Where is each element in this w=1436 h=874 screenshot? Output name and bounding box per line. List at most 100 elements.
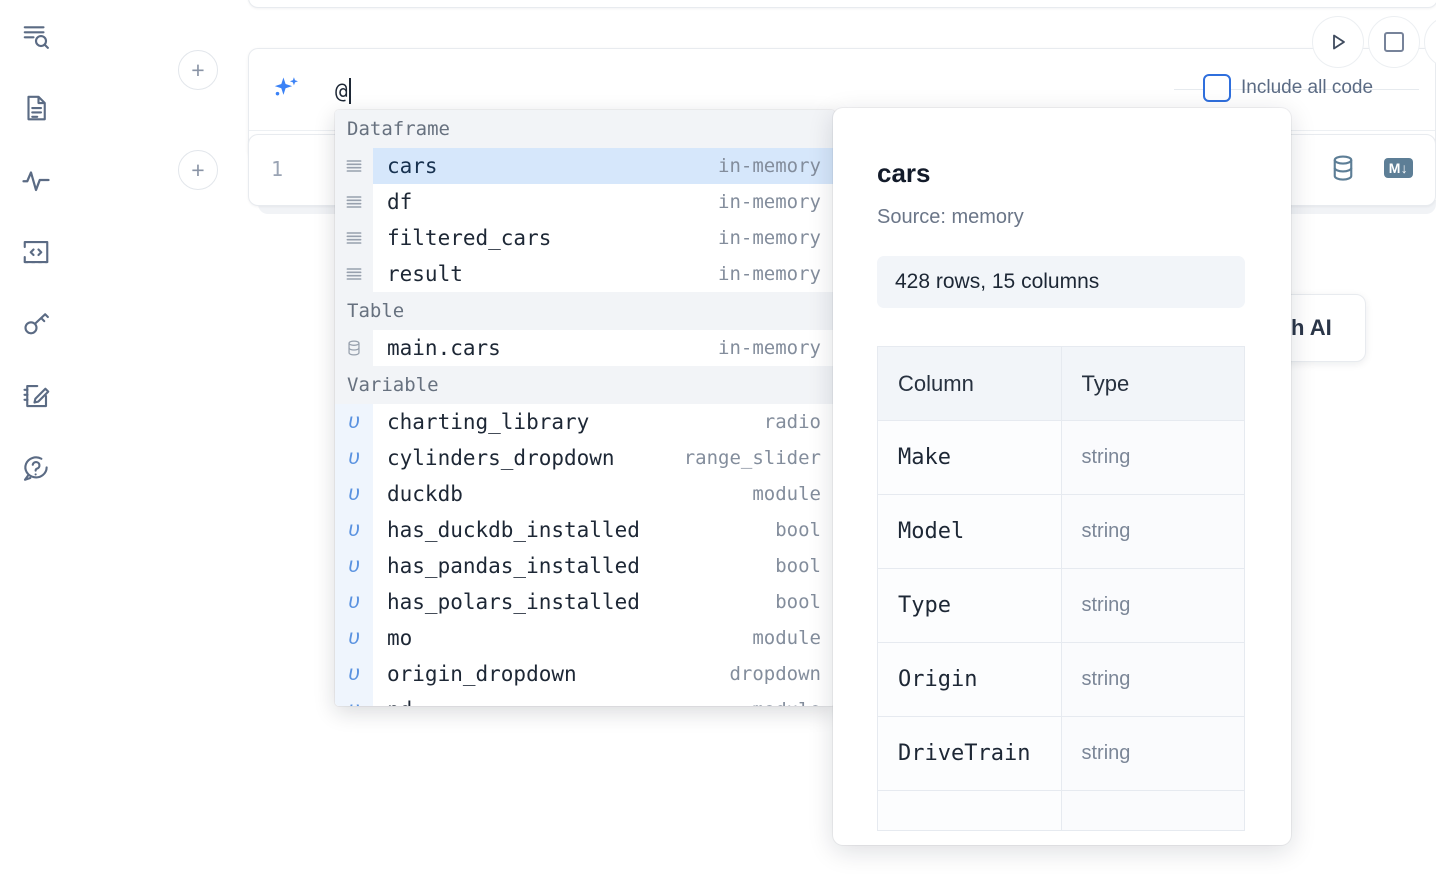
- autocomplete-item-name: main.cars: [387, 336, 501, 360]
- variable-upsilon-icon: υ: [335, 584, 373, 620]
- stop-button[interactable]: [1368, 16, 1420, 68]
- variable-upsilon-icon: υ: [335, 692, 373, 706]
- previous-cell-card: [248, 0, 1436, 8]
- doc-cell-column: DriveTrain: [877, 716, 1062, 791]
- dataframe-rows-icon: [335, 220, 373, 256]
- doc-cell-column: Make: [877, 420, 1062, 495]
- autocomplete-item-type: module: [752, 699, 835, 706]
- variable-upsilon-icon: υ: [335, 440, 373, 476]
- doc-cell-column: Model: [877, 494, 1062, 569]
- text-caret: [348, 78, 351, 104]
- doc-cell-type: [1060, 790, 1245, 831]
- variable-upsilon-icon: υ: [335, 656, 373, 692]
- doc-shape-badge: 428 rows, 15 columns: [877, 256, 1245, 308]
- line-number: 1: [271, 157, 284, 181]
- doc-cell-type: string: [1060, 568, 1245, 643]
- sparkle-ai-icon: [269, 73, 303, 107]
- database-icon[interactable]: [1328, 153, 1358, 183]
- variable-upsilon-icon: υ: [335, 404, 373, 440]
- autocomplete-item-name: charting_library: [387, 410, 590, 434]
- variable-upsilon-icon: υ: [335, 620, 373, 656]
- add-cell-button-bottom[interactable]: +: [178, 150, 218, 190]
- notebook-file-icon[interactable]: [14, 86, 58, 130]
- autocomplete-item-type: bool: [775, 591, 821, 613]
- autocomplete-group-header: Dataframe: [335, 110, 835, 148]
- ai-prompt-input[interactable]: @: [335, 75, 1175, 107]
- autocomplete-item[interactable]: result in-memory: [335, 256, 835, 292]
- include-all-code-checkbox[interactable]: [1203, 74, 1231, 102]
- autocomplete-item-type: radio: [763, 411, 821, 433]
- autocomplete-item-type: in-memory: [718, 191, 821, 213]
- autocomplete-item-type: module: [752, 483, 821, 505]
- doc-cell-column: [877, 790, 1062, 831]
- cell-toolbar: M↓: [1328, 153, 1413, 183]
- help-chat-icon[interactable]: [14, 446, 58, 490]
- autocomplete-item[interactable]: cars in-memory: [335, 148, 835, 184]
- dataframe-rows-icon: [335, 256, 373, 292]
- autocomplete-item-type: in-memory: [718, 337, 821, 359]
- doc-source: Source: memory: [877, 206, 1024, 228]
- doc-cell-column: Type: [877, 568, 1062, 643]
- autocomplete-item-name: has_polars_installed: [387, 590, 640, 614]
- run-button[interactable]: [1312, 16, 1364, 68]
- dataframe-rows-icon: [335, 184, 373, 220]
- scratchpad-edit-icon[interactable]: [14, 374, 58, 418]
- autocomplete-item-type: module: [752, 627, 821, 649]
- autocomplete-item-name: duckdb: [387, 482, 463, 506]
- doc-cell-type: string: [1060, 494, 1245, 569]
- activity-icon[interactable]: [14, 158, 58, 202]
- markdown-badge[interactable]: M↓: [1383, 157, 1413, 179]
- autocomplete-item-name: has_duckdb_installed: [387, 518, 640, 542]
- doc-header-column: Column: [877, 346, 1062, 421]
- autocomplete-item-type: in-memory: [718, 263, 821, 285]
- add-cell-button-top[interactable]: +: [178, 50, 218, 90]
- autocomplete-item[interactable]: υ charting_library radio: [335, 404, 835, 440]
- autocomplete-item-type: bool: [775, 519, 821, 541]
- autocomplete-item-type: in-memory: [718, 155, 821, 177]
- variable-upsilon-icon: υ: [335, 476, 373, 512]
- sidebar-rail: [0, 0, 72, 874]
- secrets-key-icon[interactable]: [14, 302, 58, 346]
- autocomplete-item-name: result: [387, 262, 463, 286]
- autocomplete-item[interactable]: df in-memory: [335, 184, 835, 220]
- outline-search-icon[interactable]: [14, 14, 58, 58]
- autocomplete-item-type: bool: [775, 555, 821, 577]
- autocomplete-item-type: in-memory: [718, 227, 821, 249]
- autocomplete-item-type: range_slider: [683, 447, 821, 469]
- doc-title: cars: [877, 158, 931, 188]
- autocomplete-group-header: Variable: [335, 366, 835, 404]
- autocomplete-item-name: cylinders_dropdown: [387, 446, 615, 470]
- ai-prompt-value: @: [335, 79, 348, 103]
- autocomplete-item[interactable]: υ has_polars_installed bool: [335, 584, 835, 620]
- autocomplete-item-name: origin_dropdown: [387, 662, 577, 686]
- doc-cell-type: string: [1060, 420, 1245, 495]
- snippets-icon[interactable]: [14, 230, 58, 274]
- include-all-code-row[interactable]: Include all code: [1203, 74, 1373, 102]
- doc-cell-type: string: [1060, 716, 1245, 791]
- autocomplete-item-name: pd: [373, 698, 752, 706]
- autocomplete-item-name: has_pandas_installed: [387, 554, 640, 578]
- autocomplete-item[interactable]: υ cylinders_dropdown range_slider: [335, 440, 835, 476]
- prompt-divider: [1174, 89, 1419, 90]
- autocomplete-group-header: Table: [335, 292, 835, 330]
- autocomplete-item[interactable]: υpdmodule: [335, 692, 835, 706]
- doc-cell-column: Origin: [877, 642, 1062, 717]
- autocomplete-item[interactable]: main.cars in-memory: [335, 330, 835, 366]
- doc-cell-type: string: [1060, 642, 1245, 717]
- autocomplete-item-name: cars: [387, 154, 438, 178]
- autocomplete-item-name: df: [387, 190, 413, 214]
- autocomplete-item[interactable]: filtered_cars in-memory: [335, 220, 835, 256]
- autocomplete-item-name: filtered_cars: [387, 226, 552, 250]
